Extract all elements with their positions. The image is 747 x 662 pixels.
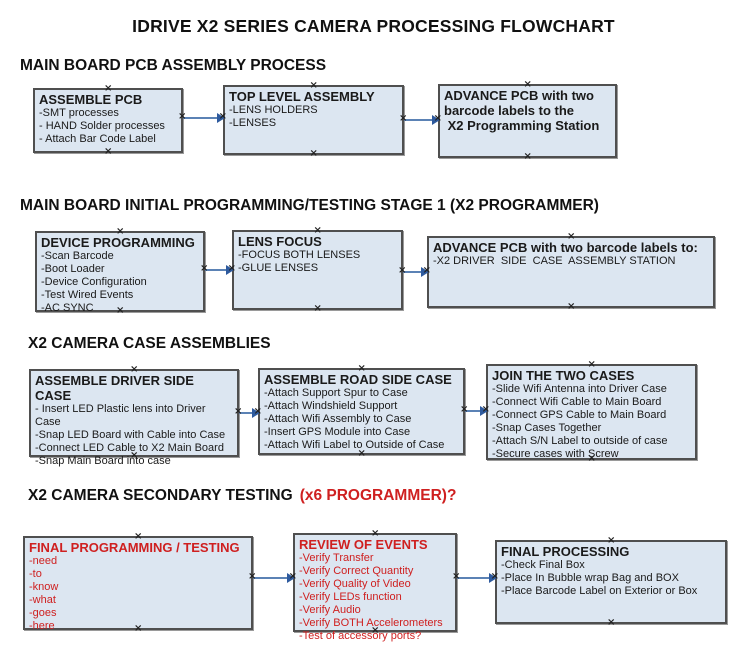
box-line: -Place Barcode Label on Exterior or Box — [501, 585, 698, 597]
connector-arrow — [460, 405, 490, 416]
connector-arrow — [398, 266, 431, 277]
box-line: -Scan Barcode — [41, 250, 114, 262]
flow-box-top-level-assembly: TOP LEVEL ASSEMBLY -LENS HOLDERS -LENSES — [223, 82, 404, 158]
section-heading-case-assemblies: X2 CAMERA CASE ASSEMBLIES — [28, 335, 271, 352]
box-title: ASSEMBLE DRIVER SIDE CASE — [35, 373, 198, 403]
box-line: -Attach Windshield Support — [264, 400, 398, 412]
box-title: FINAL PROGRAMMING / TESTING — [29, 540, 240, 555]
arrowhead-icon — [489, 573, 497, 583]
box-line: -FOCUS BOTH LENSES — [238, 249, 361, 261]
flow-box-assemble-pcb: ASSEMBLE PCB -SMT processes - HAND Solde… — [33, 85, 183, 156]
box-line: -Test of accessory ports? — [299, 630, 422, 642]
flow-box-assemble-driver-side-case: ASSEMBLE DRIVER SIDE CASE - Insert LED P… — [29, 366, 239, 467]
arrowhead-icon — [432, 115, 440, 125]
arrowhead-icon — [287, 573, 295, 583]
box-title: LENS FOCUS — [238, 234, 322, 249]
box-line: -Slide Wifi Antenna into Driver Case — [492, 383, 667, 395]
flow-box-assemble-road-side-case: ASSEMBLE ROAD SIDE CASE -Attach Support … — [258, 365, 465, 458]
box-line: -Snap Cases Together — [492, 422, 602, 434]
connector-arrow — [399, 114, 442, 125]
box-title: TOP LEVEL ASSEMBLY — [229, 89, 375, 104]
box-line: -GLUE LENSES — [238, 262, 319, 274]
section-heading-red-suffix: (x6 PROGRAMMER)? — [299, 487, 457, 504]
box-title: ASSEMBLE ROAD SIDE CASE — [264, 372, 452, 387]
box-title: DEVICE PROGRAMMING — [41, 235, 195, 250]
box-line: -LENS HOLDERS — [229, 104, 318, 116]
box-line: -what — [29, 594, 56, 606]
arrowhead-icon — [252, 408, 260, 418]
box-line: -Secure cases with Screw — [492, 448, 619, 460]
connector-arrow — [234, 407, 262, 418]
box-line: -Verify Quality of Video — [299, 578, 411, 590]
box-title: JOIN THE TWO CASES — [492, 368, 635, 383]
box-line: X2 Programming Station — [444, 118, 600, 133]
box-line: -Place In Bubble wrap Bag and BOX — [501, 572, 679, 584]
arrowhead-icon — [226, 265, 234, 275]
box-line: -Test Wired Events — [41, 289, 134, 301]
box-line: barcode labels to the — [444, 103, 575, 118]
box-line: -Device Configuration — [41, 276, 147, 288]
flow-box-advance-pcb-case-assembly: ADVANCE PCB with two barcode labels to: … — [427, 233, 715, 311]
box-line: - Insert LED Plastic lens into Driver Ca… — [35, 403, 209, 428]
box-line: -goes — [29, 607, 57, 619]
connector-arrow — [200, 264, 236, 275]
connector-arrow — [248, 572, 297, 583]
section-heading-secondary-testing: X2 CAMERA SECONDARY TESTING (x6 PROGRAMME… — [28, 487, 456, 505]
box-line: -Verify Audio — [299, 604, 361, 616]
page-title: IDRIVE X2 SERIES CAMERA PROCESSING FLOWC… — [132, 16, 615, 36]
box-line: -Check Final Box — [501, 559, 585, 571]
box-line: -LENSES — [229, 117, 277, 129]
flow-box-device-programming: DEVICE PROGRAMMING -Scan Barcode -Boot L… — [35, 228, 205, 315]
arrowhead-icon — [217, 113, 225, 123]
connector-arrow — [452, 572, 499, 583]
arrowhead-icon — [421, 267, 429, 277]
box-line: -here — [29, 620, 55, 632]
box-line: -Verify Correct Quantity — [299, 565, 414, 577]
box-title: ADVANCE PCB with two barcode labels to: — [433, 240, 698, 255]
box-line: -Connect GPS Cable to Main Board — [492, 409, 667, 421]
box-line: -need — [29, 555, 58, 567]
box-line: -know — [29, 581, 59, 593]
box-line: - HAND Solder processes — [39, 120, 165, 132]
box-line: -Attach Wifi Label to Outside of Case — [264, 439, 445, 451]
box-line: -X2 DRIVER SIDE CASE ASSEMBLY STATION — [433, 255, 676, 267]
flow-box-lens-focus: LENS FOCUS -FOCUS BOTH LENSES -GLUE LENS… — [232, 227, 403, 313]
box-line: -Snap LED Board with Cable into Case — [35, 429, 226, 441]
box-title: REVIEW OF EVENTS — [299, 537, 428, 552]
arrowhead-icon — [480, 406, 488, 416]
box-line: -SMT processes — [39, 107, 119, 119]
section-heading-initial-programming: MAIN BOARD INITIAL PROGRAMMING/TESTING S… — [20, 197, 599, 214]
flow-box-review-of-events: REVIEW OF EVENTS -Verify Transfer -Verif… — [293, 530, 457, 642]
box-line: -Verify BOTH Accelerometers — [299, 617, 443, 629]
flow-box-advance-pcb-programming-station: ADVANCE PCB with two barcode labels to t… — [438, 81, 617, 161]
flow-box-final-processing: FINAL PROCESSING -Check Final Box -Place… — [495, 537, 727, 627]
box-line: -Connect Wifi Cable to Main Board — [492, 396, 662, 408]
box-line: -Snap Main Board into case — [35, 455, 171, 467]
flow-box-final-programming-testing: FINAL PROGRAMMING / TESTING -need -to -k… — [23, 533, 253, 633]
box-title: FINAL PROCESSING — [501, 544, 630, 559]
section-heading-pcb-assembly: MAIN BOARD PCB ASSEMBLY PROCESS — [20, 57, 327, 74]
section-heading-text: X2 CAMERA SECONDARY TESTING — [28, 487, 293, 504]
box-line: -Verify LEDs function — [299, 591, 402, 603]
flow-box-join-two-cases: JOIN THE TWO CASES -Slide Wifi Antenna i… — [486, 361, 697, 463]
box-line: - Attach Bar Code Label — [39, 133, 156, 145]
box-line: -Attach S/N Label to outside of case — [492, 435, 668, 447]
connector-arrow — [178, 112, 227, 123]
box-line: -Verify Transfer — [299, 552, 374, 564]
box-line: -Connect LED Cable to X2 Main Board — [35, 442, 224, 454]
box-line: -Attach Wifi Assembly to Case — [264, 413, 412, 425]
box-title: ASSEMBLE PCB — [39, 92, 143, 107]
box-line: -to — [29, 568, 42, 580]
box-line: -AC SYNC — [41, 302, 94, 314]
box-line: -Boot Loader — [41, 263, 105, 275]
box-line: -Attach Support Spur to Case — [264, 387, 408, 399]
box-line: -Insert GPS Module into Case — [264, 426, 411, 438]
box-title: ADVANCE PCB with two — [444, 88, 594, 103]
